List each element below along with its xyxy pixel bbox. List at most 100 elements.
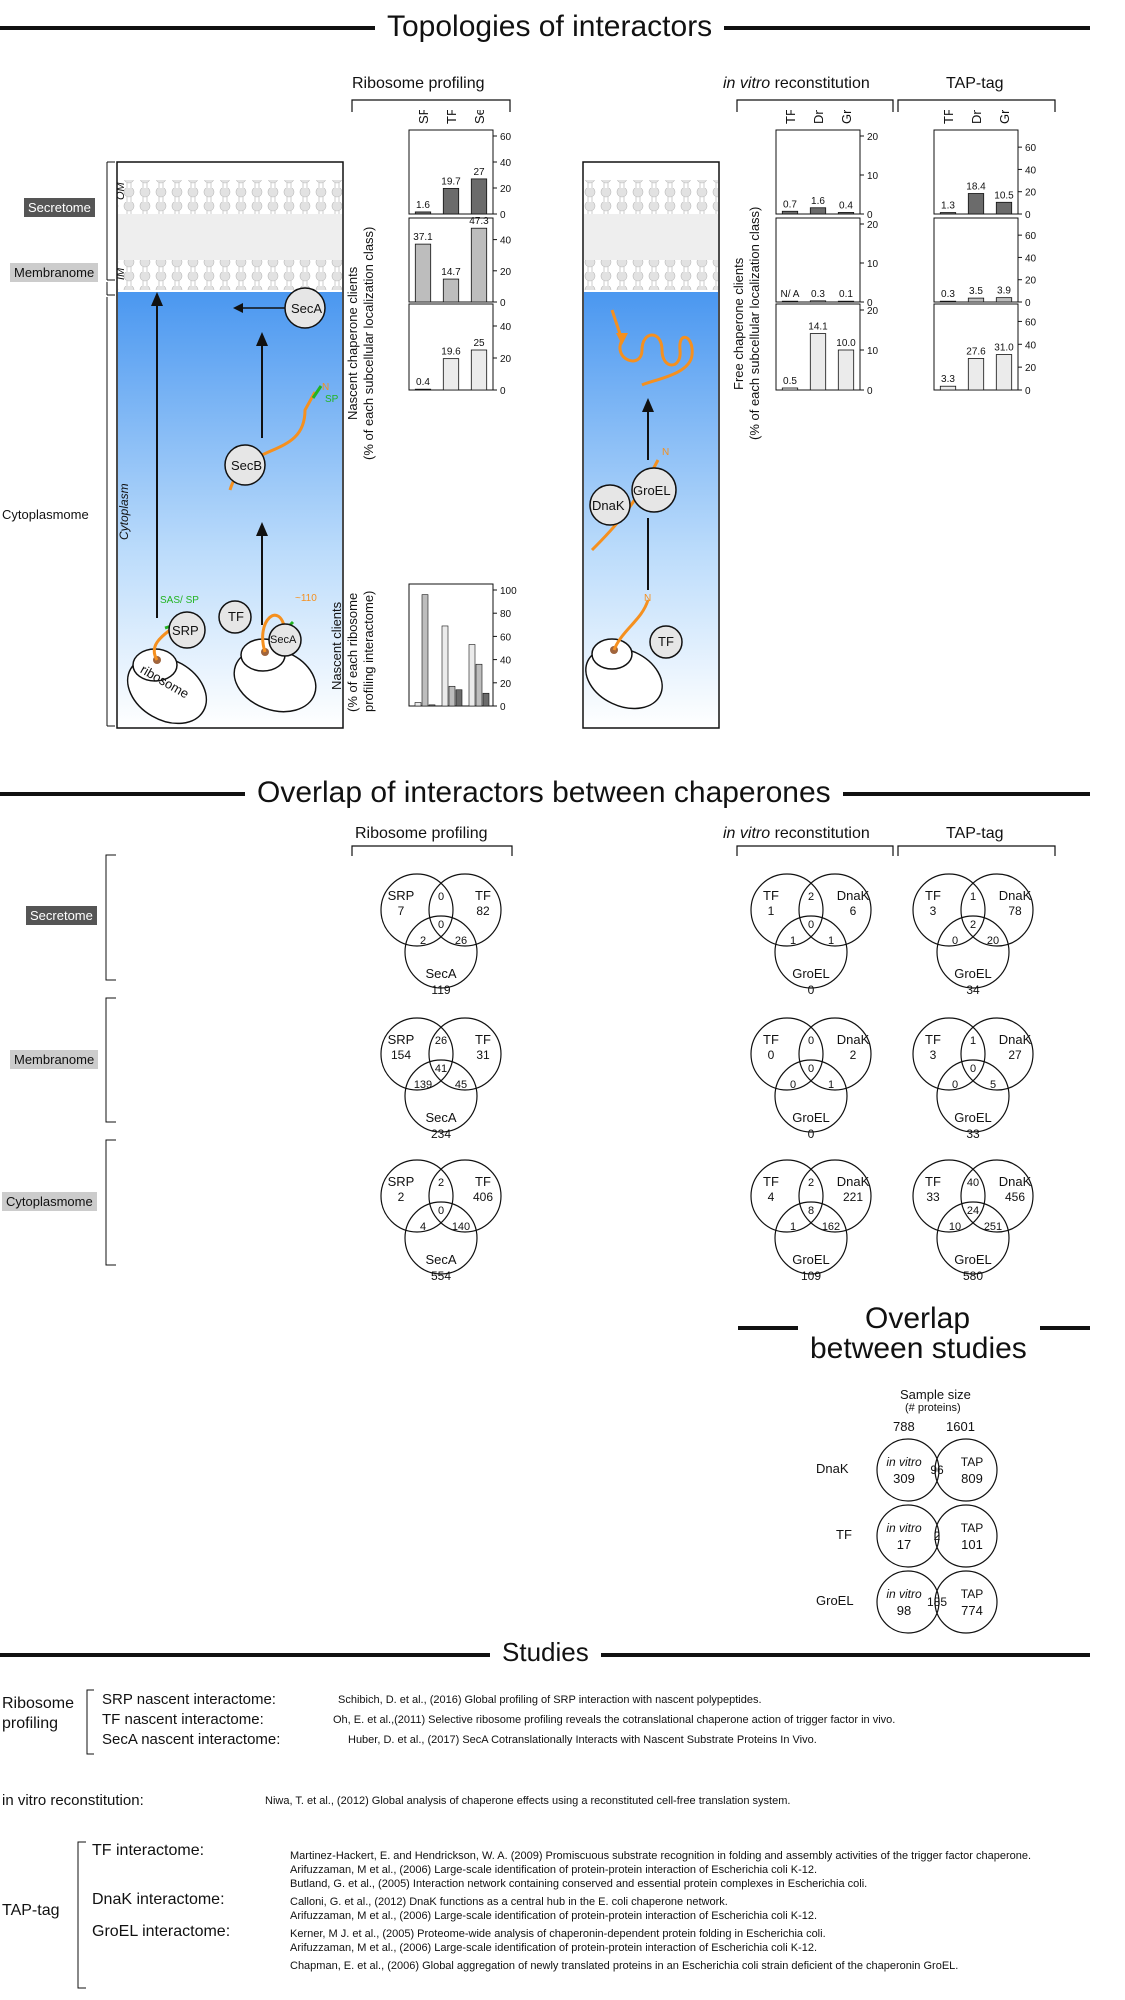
tag-secretome: Secretome — [24, 198, 95, 217]
ref-dnak-interactome: DnaK interactome: — [92, 1891, 225, 1908]
venn-count-abc: 41 — [435, 1063, 447, 1075]
axis-label-nascent-2: (% of each subcellular localization clas… — [361, 226, 376, 460]
venn-count-ac: 0 — [790, 1079, 796, 1091]
venn-count-ab: 40 — [967, 1177, 979, 1189]
ref-groel-cite-1: Kerner, M J. et al., (2005) Proteome-wid… — [290, 1928, 826, 1940]
venn-count-ab: 2 — [808, 1177, 814, 1189]
bar — [414, 388, 432, 391]
label-tf-mid-diagram: TF — [658, 634, 674, 649]
data-label: 0.7 — [783, 199, 797, 210]
venn-name-b: TF — [475, 1174, 491, 1189]
venn-count-overlap: 2 — [934, 1529, 941, 1543]
venn-count-tap: 101 — [961, 1537, 983, 1552]
tick-label: 10 — [867, 346, 879, 357]
venn-set-c — [774, 915, 848, 989]
section-rule — [738, 1326, 798, 1330]
venn-count-overlap: 185 — [927, 1595, 947, 1609]
data-label: 14.1 — [808, 322, 828, 333]
data-label: 0.4 — [839, 200, 853, 211]
bar — [809, 300, 827, 303]
tag-cytoplasmome: Cytoplasmome — [2, 507, 89, 522]
venn-row-brackets — [105, 854, 116, 1266]
ribosome-cell-diagram — [106, 161, 344, 729]
tag-membranome-venn: Membranome — [10, 1050, 99, 1069]
venn-count-ab: 0 — [438, 891, 444, 903]
venn-set-a — [750, 1017, 824, 1091]
venn-count-b: 6 — [850, 904, 857, 918]
data-label: 27 — [473, 167, 485, 178]
category-label: DnaK — [811, 110, 826, 124]
venn-count-ac: 4 — [420, 1221, 426, 1233]
data-label: 47.3 — [469, 216, 489, 227]
tick-label: 100 — [500, 586, 517, 597]
studies-row-label: DnaK — [816, 1461, 849, 1476]
venn-name-c: GroEL — [954, 966, 992, 981]
venn-count-abc: 0 — [438, 1205, 444, 1217]
label-n-tf: N — [644, 593, 652, 604]
bar — [414, 702, 422, 707]
ref-tf-label: TF nascent interactome: — [102, 1711, 264, 1728]
group-tap-tag-2: TAP-tag — [946, 825, 1004, 842]
bar — [995, 201, 1013, 215]
label-tf-diagram: TF — [228, 609, 244, 624]
venn-set-c — [774, 1059, 848, 1133]
tick-label: 20 — [867, 306, 879, 317]
venn-name-b: DnaK — [999, 888, 1032, 903]
label-seca-diagram: SecA — [270, 634, 297, 646]
data-label: 14.7 — [441, 267, 461, 278]
venn-count-a: 3 — [930, 904, 937, 918]
group-brackets-top — [351, 99, 1056, 112]
category-label: TF — [783, 110, 798, 124]
venn-count-abc: 0 — [808, 919, 814, 931]
venn-set-c — [774, 1201, 848, 1275]
ref-groel-interactome: GroEL interactome: — [92, 1923, 231, 1940]
venn-count-ab: 2 — [438, 1177, 444, 1189]
venn-count-a: 2 — [398, 1190, 405, 1204]
venn-count-ac: 10 — [949, 1221, 961, 1233]
venn-set-b — [960, 1159, 1034, 1233]
venn-count-ab: 26 — [435, 1035, 447, 1047]
tick-label: 0 — [500, 298, 506, 309]
bar — [781, 387, 799, 391]
ref-invitro-label: in vitro reconstitution: — [2, 1792, 144, 1809]
data-label: 10.0 — [836, 338, 856, 349]
venn-count-a: 7 — [398, 904, 405, 918]
venn-count-c: 33 — [966, 1127, 980, 1141]
tick-label: 20 — [500, 679, 512, 690]
venn-name-invitro: in vitro — [886, 1455, 922, 1469]
studies-row-label: TF — [836, 1527, 852, 1542]
venn-count-ac: 2 — [420, 935, 426, 947]
label-om: OM — [115, 182, 127, 200]
venn-set-b — [798, 873, 872, 947]
venn-name-c: GroEL — [792, 1110, 830, 1125]
section-rule — [1040, 1326, 1090, 1330]
category-label: DnaK — [969, 110, 984, 124]
tick-label: 20 — [1025, 276, 1037, 287]
label-sp-secb: SP — [325, 394, 339, 405]
panel-frame — [775, 129, 861, 215]
section-title-studies: Studies — [490, 1639, 601, 1665]
chaperone-cell-diagram — [582, 161, 720, 729]
ref-seca-cite: Huber, D. et al., (2017) SecA Cotranslat… — [348, 1734, 817, 1746]
venn-count-b: 406 — [473, 1190, 493, 1204]
data-label: 10.5 — [994, 190, 1014, 201]
venn-count-invitro: 309 — [893, 1471, 915, 1486]
tick-label: 60 — [1025, 231, 1037, 242]
bar — [995, 354, 1013, 391]
group-ribosome-profiling-2: Ribosome profiling — [355, 825, 488, 842]
venn-count-ac: 1 — [790, 1221, 796, 1233]
bar — [781, 210, 799, 215]
ref-ribosome-2: profiling — [2, 1715, 59, 1732]
venn-count-a: 1 — [768, 904, 775, 918]
venn-count-ac: 0 — [952, 935, 958, 947]
bar — [421, 594, 429, 707]
venn-set-c — [404, 915, 478, 989]
venn-set-a — [750, 873, 824, 947]
bar — [441, 625, 449, 707]
venn-count-b: 78 — [1008, 904, 1022, 918]
